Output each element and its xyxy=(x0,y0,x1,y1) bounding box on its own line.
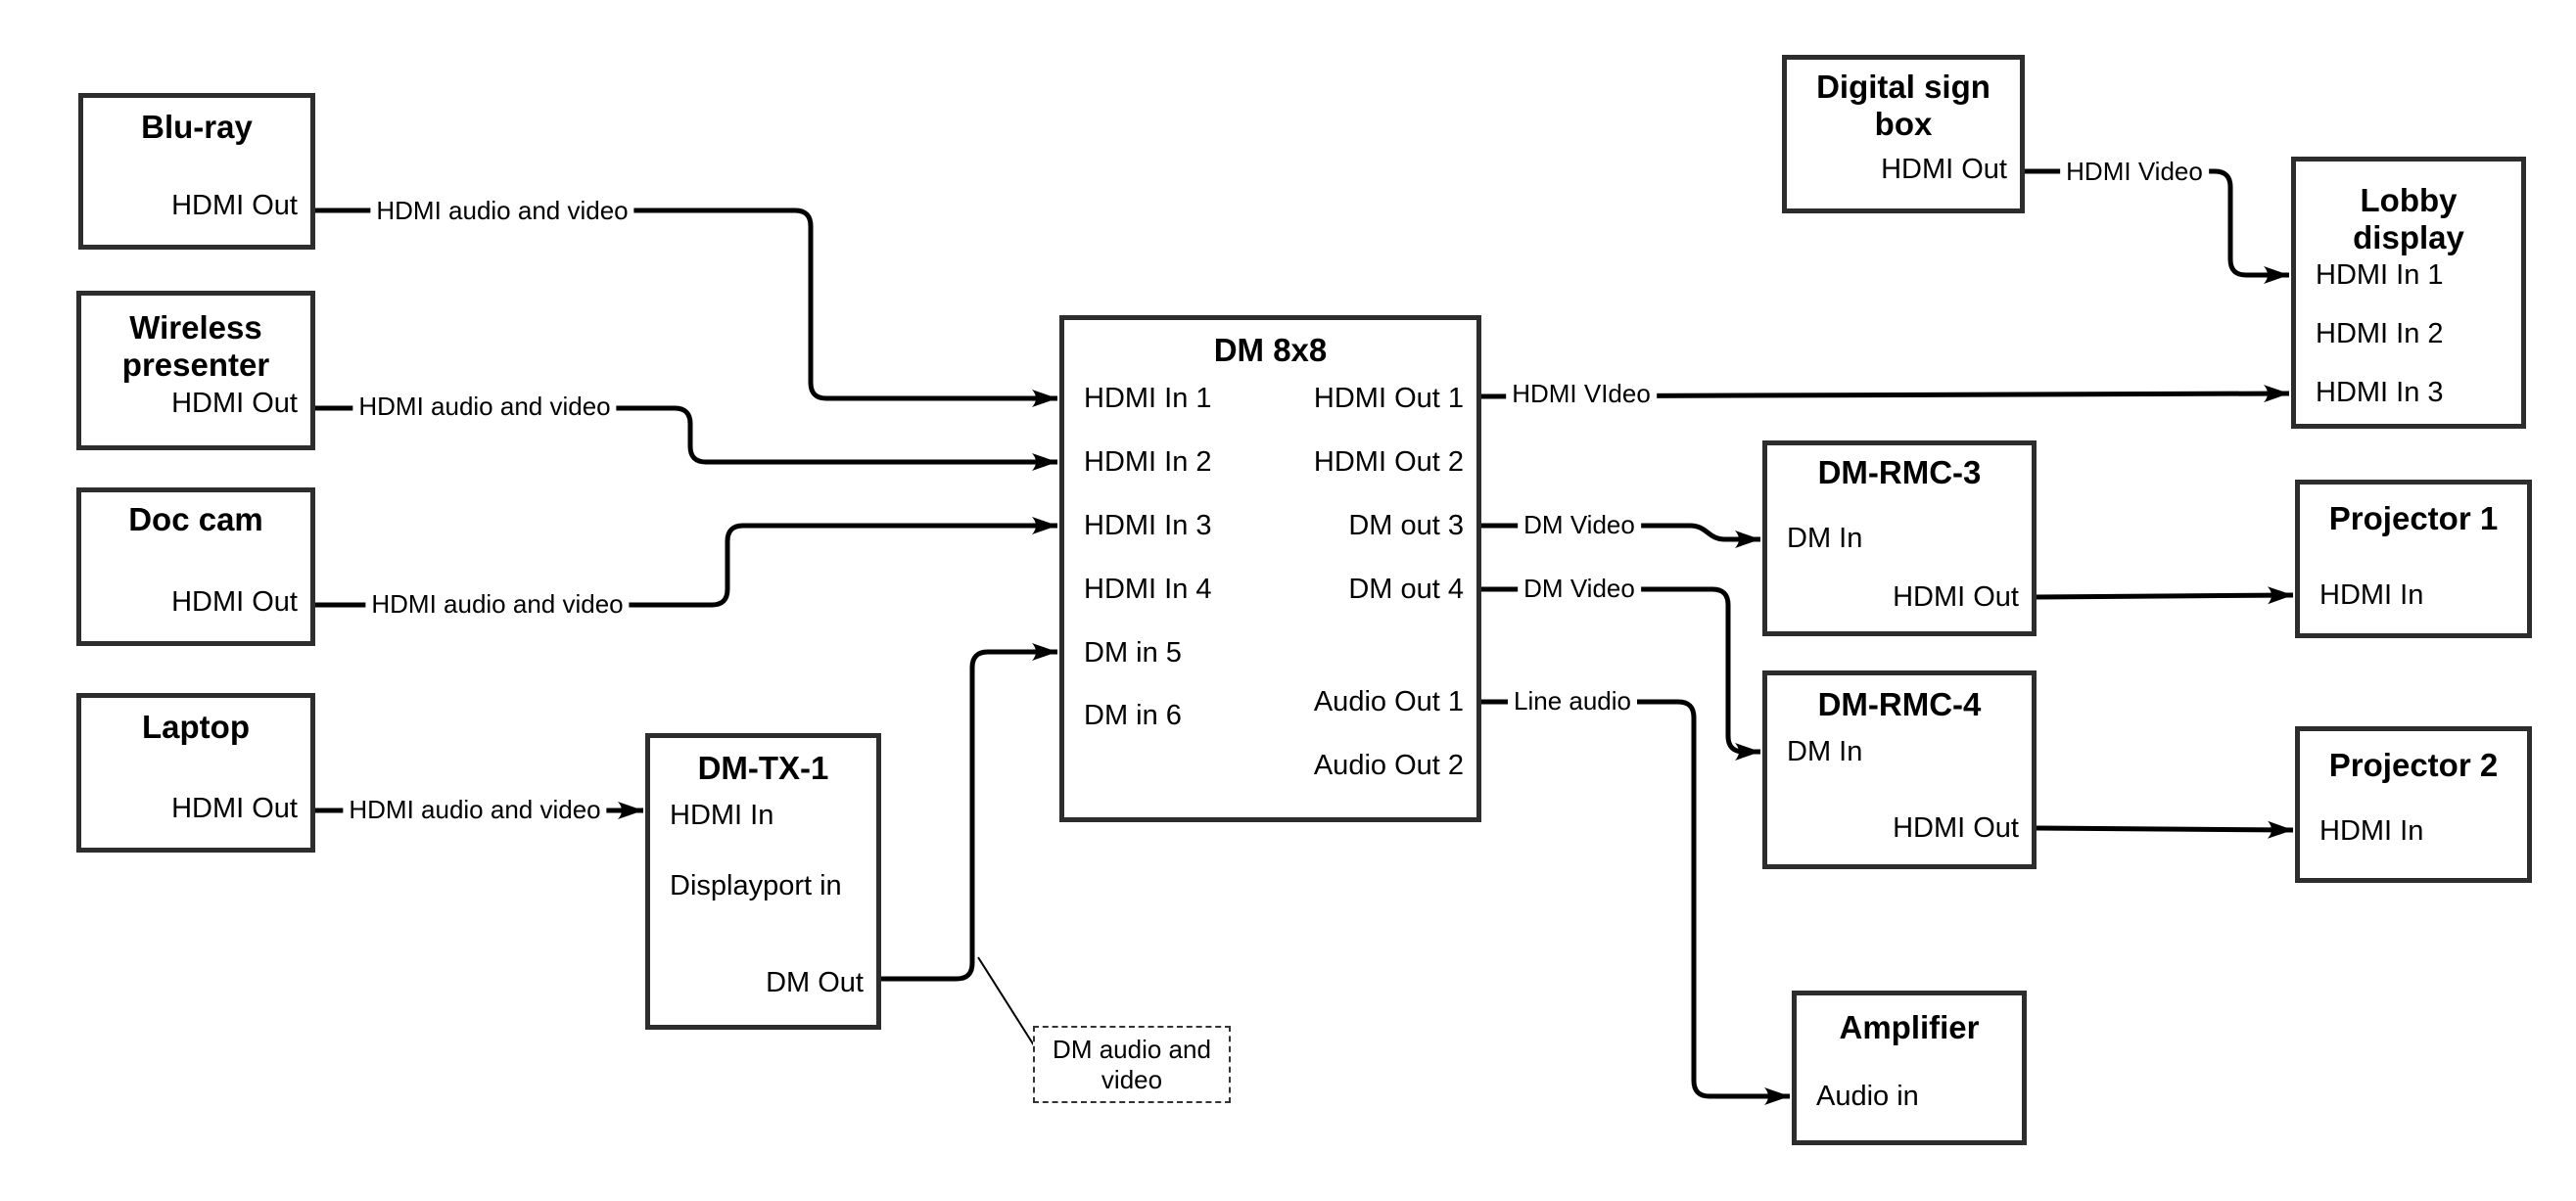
node-dm-8x8-port-hdmi-out-2: HDMI Out 2 xyxy=(1313,446,1464,478)
node-dm-rmc-4-title: DM-RMC-4 xyxy=(1767,686,2032,723)
node-blu-ray-port-hdmi-out: HDMI Out xyxy=(171,190,298,221)
wire-doccam-to-dm8x8-hdmi-in-3 xyxy=(315,517,1057,608)
node-projector-1: Projector 1 HDMI In xyxy=(2295,480,2532,638)
node-dm-tx-1-title-line: DM-TX-1 xyxy=(697,750,829,786)
node-dm-8x8-port-dm-in-6: DM in 6 xyxy=(1084,700,1182,731)
wire-label-hdmi-audio-and-video-2: HDMI audio and video xyxy=(365,589,630,619)
node-dm-8x8-port-hdmi-in-4: HDMI In 4 xyxy=(1084,574,1212,605)
wire-label-dm-video-7: DM Video xyxy=(1518,574,1641,603)
node-note-dm-audio-and-video-text-line: DM audio and xyxy=(1053,1034,1211,1064)
node-projector-1-title-line: Projector 1 xyxy=(2328,500,2499,536)
wire-rmc4-to-projector2-hdmi-in xyxy=(2036,820,2294,839)
node-dm-rmc-4-port-dm-in: DM In xyxy=(1787,736,1863,767)
node-digital-sign-box-title-line: box xyxy=(1874,106,1933,142)
node-dm-8x8-port-audio-out-1: Audio Out 1 xyxy=(1313,686,1464,717)
node-dm-rmc-3: DM-RMC-3 DM In HDMI Out xyxy=(1762,440,2037,636)
node-dm-rmc-3-port-hdmi-out: HDMI Out xyxy=(1893,581,2019,613)
node-laptop-title: Laptop xyxy=(81,709,310,746)
node-amplifier-port-audio-in: Audio in xyxy=(1816,1081,1919,1112)
wire-label-hdmi-audio-and-video-1: HDMI audio and video xyxy=(352,392,617,421)
wire-bluray-to-dm8x8-hdmi-in-1 xyxy=(315,208,1057,407)
node-dm-rmc-3-title-line: DM-RMC-3 xyxy=(1817,454,1982,490)
wire-note-callout-line xyxy=(977,956,1035,1046)
node-dm-rmc-3-title: DM-RMC-3 xyxy=(1767,454,2032,491)
node-wireless-presenter-title-line: Wireless xyxy=(129,309,262,346)
wire-dmtx1-to-dm8x8-dm-in-5 xyxy=(881,643,1057,982)
node-amplifier-title-line: Amplifier xyxy=(1839,1009,1980,1045)
node-dm-tx-1-port-dm-out: DM Out xyxy=(766,967,864,998)
node-doc-cam-title-line: Doc cam xyxy=(128,501,263,537)
node-wireless-presenter-title-line: presenter xyxy=(121,346,270,383)
wire-label-dm-video-6: DM Video xyxy=(1518,510,1641,539)
node-doc-cam-title: Doc cam xyxy=(81,501,310,538)
wire-dm8x8-dm-out-4-to-rmc4-dm-in xyxy=(1481,586,1760,761)
node-dm-rmc-4-title-line: DM-RMC-4 xyxy=(1817,686,1982,722)
node-dm-rmc-4-port-hdmi-out: HDMI Out xyxy=(1893,812,2019,844)
wire-label-line-audio-8: Line audio xyxy=(1508,686,1637,716)
node-projector-2: Projector 2 HDMI In xyxy=(2295,726,2532,883)
node-digital-sign-box-title-line: Digital sign xyxy=(1816,69,1991,105)
node-projector-1-title: Projector 1 xyxy=(2300,500,2527,537)
node-dm-tx-1-port-displayport-in: Displayport in xyxy=(670,870,842,901)
node-dm-rmc-4: DM-RMC-4 DM In HDMI Out xyxy=(1762,670,2037,869)
node-dm-tx-1-port-hdmi-in: HDMI In xyxy=(670,800,774,831)
node-dm-8x8-port-dm-out-3: DM out 3 xyxy=(1348,510,1464,541)
wire-dm8x8-dm-out-3-to-rmc3-dm-in xyxy=(1481,523,1760,548)
wire-label-hdmi-audio-and-video-0: HDMI audio and video xyxy=(370,196,634,225)
node-lobby-display-title-line: Lobby xyxy=(2360,182,2458,218)
wire-dm8x8-audio-out-1-to-amplifier xyxy=(1481,699,1790,1105)
node-lobby-display-port-hdmi-in-1: HDMI In 1 xyxy=(2316,259,2444,291)
node-projector-1-port-hdmi-in: HDMI In xyxy=(2319,579,2424,611)
node-projector-2-title-line: Projector 2 xyxy=(2328,747,2499,783)
node-dm-8x8-port-dm-in-5: DM in 5 xyxy=(1084,637,1182,669)
node-dm-8x8-port-audio-out-2: Audio Out 2 xyxy=(1313,750,1464,781)
node-dm-8x8-port-hdmi-out-1: HDMI Out 1 xyxy=(1313,383,1464,414)
node-digital-sign-box-port-hdmi-out: HDMI Out xyxy=(1881,154,2007,185)
wire-label-hdmi-video-5: HDMI VIdeo xyxy=(1506,379,1657,408)
node-dm-8x8-port-dm-out-4: DM out 4 xyxy=(1348,574,1464,605)
node-amplifier-title: Amplifier xyxy=(1797,1009,2022,1046)
node-dm-8x8-port-hdmi-in-1: HDMI In 1 xyxy=(1084,383,1212,414)
node-blu-ray-title-line: Blu-ray xyxy=(141,109,253,145)
node-wireless-presenter-port-hdmi-out: HDMI Out xyxy=(171,388,298,419)
node-laptop-port-hdmi-out: HDMI Out xyxy=(171,793,298,824)
node-note-dm-audio-and-video-text-line: video xyxy=(1101,1064,1163,1094)
node-dm-tx-1-title: DM-TX-1 xyxy=(650,750,876,787)
node-dm-rmc-3-port-dm-in: DM In xyxy=(1787,523,1863,554)
node-lobby-display-port-hdmi-in-2: HDMI In 2 xyxy=(2316,318,2444,349)
node-lobby-display-port-hdmi-in-3: HDMI In 3 xyxy=(2316,377,2444,408)
node-dm-8x8-port-hdmi-in-2: HDMI In 2 xyxy=(1084,446,1212,478)
node-lobby-display-title-line: display xyxy=(2353,219,2464,255)
node-dm-8x8-title: DM 8x8 xyxy=(1064,332,1476,369)
node-projector-2-port-hdmi-in: HDMI In xyxy=(2319,815,2424,847)
node-doc-cam-port-hdmi-out: HDMI Out xyxy=(171,586,298,618)
node-projector-2-title: Projector 2 xyxy=(2300,747,2527,784)
node-dm-8x8-port-hdmi-in-3: HDMI In 3 xyxy=(1084,510,1212,541)
wire-label-hdmi-audio-and-video-3: HDMI audio and video xyxy=(343,795,607,824)
wire-digitalsign-to-lobby-hdmi-in-1 xyxy=(2025,168,2289,284)
wire-rmc3-to-projector1-hdmi-in xyxy=(2036,586,2294,605)
wire-label-hdmi-video-4: HDMI Video xyxy=(2060,157,2209,186)
node-dm-8x8-title-line: DM 8x8 xyxy=(1213,332,1328,368)
wire-wireless-to-dm8x8-hdmi-in-2 xyxy=(315,405,1057,471)
node-laptop-title-line: Laptop xyxy=(142,709,250,745)
node-blu-ray-title: Blu-ray xyxy=(83,109,310,146)
